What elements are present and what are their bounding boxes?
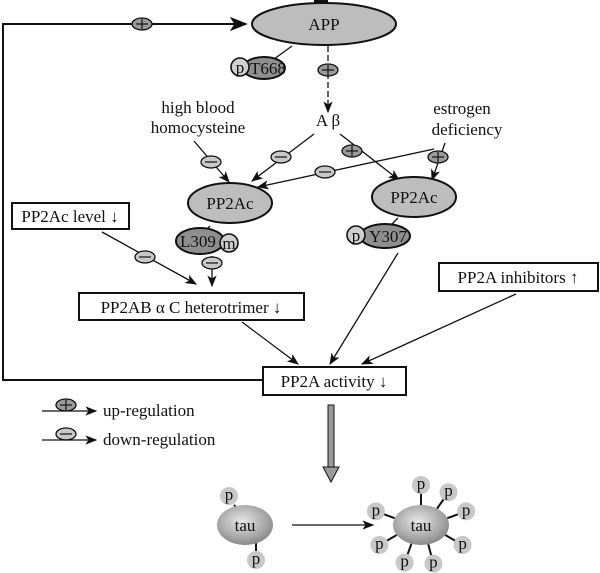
tau-left: tau p p [217, 485, 273, 569]
edge-activity-to-tau-phosphorylation [322, 404, 340, 484]
phospho-group: p [457, 500, 476, 521]
estrogen-deficiency-label: estrogen deficiency [432, 99, 503, 139]
svg-text:p: p [429, 553, 438, 572]
abeta-label: A β [316, 111, 340, 130]
y307-label: Y307 [369, 227, 407, 246]
svg-text:p: p [400, 552, 409, 571]
pp2ac-right-label: PP2Ac [390, 188, 438, 207]
phospho-bond [383, 513, 396, 520]
tau-left-label: tau [235, 516, 256, 535]
pp2ac-left-node: PP2Ac L309 m [175, 182, 273, 255]
svg-text:up-regulation: up-regulation [103, 401, 195, 420]
edge-estrogen-to-pp2ac-right [427, 142, 449, 182]
high-blood-homocysteine-label: high blood homocysteine [151, 98, 245, 137]
edge-app-to-abeta [317, 46, 339, 114]
phospho-group: p [439, 481, 458, 502]
phospho-bond [406, 543, 413, 556]
phospho-bond [385, 534, 398, 542]
phospho-bond [444, 534, 457, 542]
svg-text:p: p [252, 549, 261, 568]
edge-heterotrimer-to-activity [241, 321, 299, 365]
edge-homocysteine-to-pp2ac-left [193, 140, 230, 183]
app-t668-phosphosite: T668 p [230, 45, 293, 80]
tau-right-label: tau [411, 516, 432, 535]
svg-text:estrogen: estrogen [433, 99, 491, 118]
svg-text:PP2A activity ↓: PP2A activity ↓ [281, 372, 388, 391]
phospho-group: p [424, 553, 443, 573]
t668-label: T668 [250, 59, 286, 78]
phospho-bond [436, 498, 445, 510]
pp2ac-right-node: PP2Ac Y307 p [346, 176, 457, 249]
svg-text:PP2AB α C heterotrimer ↓: PP2AB α C heterotrimer ↓ [101, 298, 282, 317]
phospho-group: p [412, 474, 430, 494]
methyl-m-label: m [222, 234, 235, 253]
svg-text:p: p [417, 474, 426, 493]
svg-text:p: p [462, 500, 471, 519]
feedback-edge-activity-to-app [2, 16, 262, 381]
phospho-group: p [366, 500, 385, 521]
pp2ac-left-label: PP2Ac [206, 194, 254, 213]
edge-inhibitors-to-activity [360, 293, 517, 365]
phospho-bond [446, 513, 459, 520]
legend: up-regulation down-regulation [42, 398, 216, 449]
edge-y307-to-activity [329, 252, 399, 365]
l309-label: L309 [180, 232, 216, 251]
phospho-p-label: p [236, 58, 245, 77]
svg-text:p: p [458, 534, 467, 553]
legend-down-regulation: down-regulation [42, 427, 216, 449]
svg-text:p: p [372, 500, 381, 519]
svg-text:high blood: high blood [161, 98, 235, 117]
phospho-group: p [220, 485, 238, 505]
legend-up-regulation: up-regulation [42, 398, 195, 420]
app-label: APP [308, 15, 339, 34]
phospho-group: p [453, 534, 472, 554]
svg-text:deficiency: deficiency [432, 120, 503, 139]
edge-abeta-to-pp2ac-right [339, 133, 400, 181]
svg-text:down-regulation: down-regulation [103, 430, 216, 449]
svg-text:p: p [444, 481, 453, 500]
svg-text:PP2A inhibitors ↑: PP2A inhibitors ↑ [458, 268, 579, 287]
heterotrimer-box: PP2AB α C heterotrimer ↓ [78, 292, 305, 321]
pp2a-activity-box: PP2A activity ↓ [262, 366, 407, 396]
phospho-group: p [395, 552, 414, 572]
app-node: APP [251, 0, 397, 46]
phospho-p-label: p [352, 226, 361, 245]
up-regulation-sign [131, 17, 153, 31]
svg-text:p: p [225, 485, 234, 504]
phospho-group: p [370, 534, 389, 554]
pp2ac-level-box: PP2Ac level ↓ [11, 202, 130, 230]
pp2a-inhibitors-box: PP2A inhibitors ↑ [438, 262, 599, 292]
svg-text:homocysteine: homocysteine [151, 118, 245, 137]
phospho-bond [427, 544, 433, 557]
phospho-group: p [247, 549, 265, 569]
edge-l309-to-heterotrimer [201, 256, 223, 288]
edge-abeta-to-pp2ac-left [251, 133, 315, 182]
edge-estrogen-to-pp2ac-left [256, 148, 435, 190]
svg-text:p: p [375, 534, 384, 553]
svg-text:PP2Ac level ↓: PP2Ac level ↓ [21, 207, 118, 226]
edge-pp2ac-level-to-heterotrimer [101, 231, 198, 285]
